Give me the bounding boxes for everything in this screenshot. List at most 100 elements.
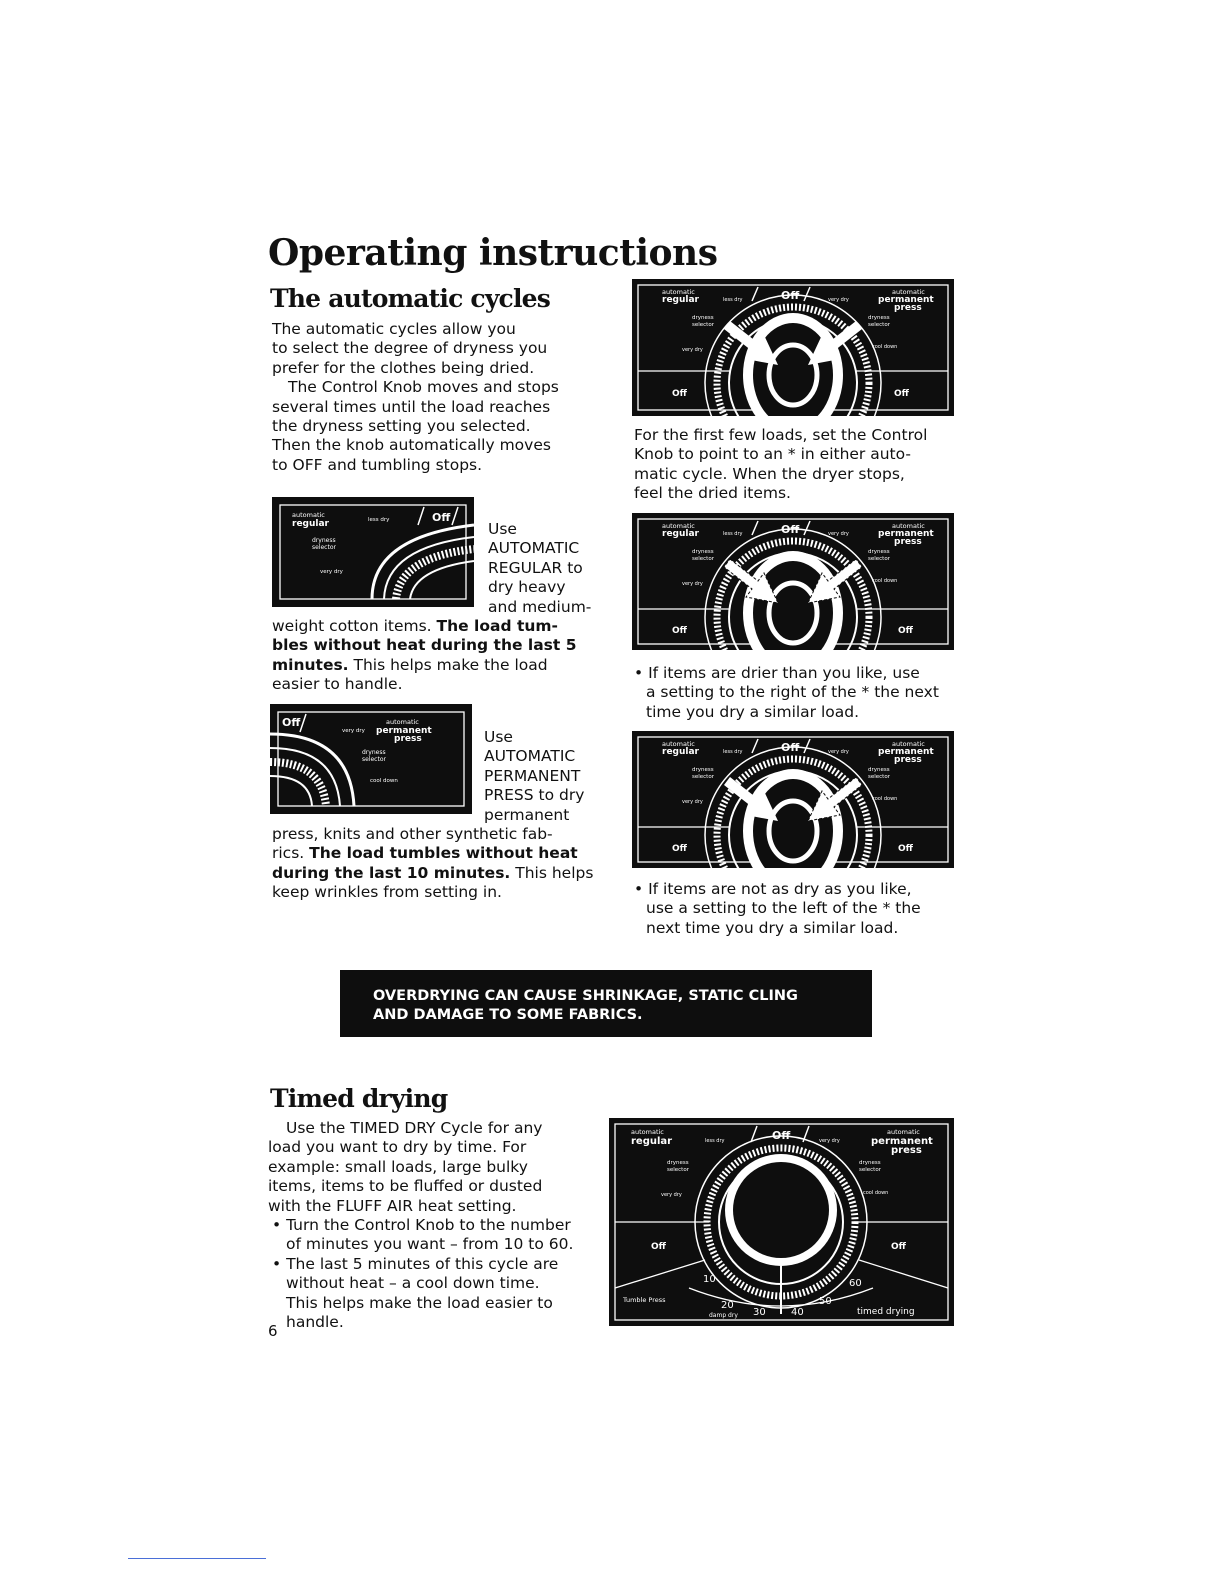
tip-line: time you dry a similar load.	[646, 702, 860, 721]
permanent-bold: The load tumbles without heat	[309, 844, 578, 863]
timed-bullet: without heat – a cool down time.	[286, 1274, 540, 1293]
dial-label: regular	[292, 519, 330, 529]
dial-label: less dry	[723, 531, 742, 537]
timed-drying-heading: Timed drying	[270, 1084, 448, 1113]
dial-label: 20	[721, 1300, 734, 1311]
regular-dial-illustration: automatic regular less dry dryness selec…	[272, 497, 474, 607]
dial-label: press	[894, 537, 922, 547]
regular-side-line: REGULAR to	[488, 558, 583, 577]
dial-label: very dry	[682, 581, 703, 587]
dial-label: less dry	[368, 517, 390, 523]
timed-dial-illustration: automatic regular less dry Off very dry …	[609, 1118, 954, 1326]
dial-label: permanent	[871, 1136, 933, 1147]
dial-label: 30	[753, 1307, 766, 1318]
dial-label: very dry	[320, 569, 344, 575]
timed-bullet: • The last 5 minutes of this cycle are	[272, 1254, 559, 1273]
dial-label: selector	[667, 1167, 690, 1173]
page-title: Operating instructions	[268, 232, 718, 274]
dial-label: cool down	[863, 1190, 888, 1196]
dial-label: cool down	[370, 778, 398, 784]
dial-label: Tumble Press	[622, 1296, 666, 1304]
dial-label: timed drying	[857, 1307, 915, 1317]
dial-label: permanent	[376, 726, 432, 736]
page-number: 6	[268, 1322, 278, 1340]
dial-label: damp dry	[709, 1312, 738, 1319]
dial-label: selector	[692, 322, 715, 328]
dial-label: selector	[362, 756, 386, 763]
dial-label: Off	[894, 389, 910, 399]
knob-line: Knob to point to an * in either auto-	[634, 445, 911, 464]
overdrying-warning: OVERDRYING CAN CAUSE SHRINKAGE, STATIC C…	[340, 970, 872, 1037]
permanent-text: This helps	[510, 863, 594, 882]
dial-label: dryness	[312, 537, 336, 544]
timed-bullet: • Turn the Control Knob to the number	[272, 1216, 571, 1235]
dial-label: Off	[651, 1242, 667, 1252]
tip-line: • If items are not as dry as you like,	[634, 880, 912, 898]
timed-description: Use the TIMED DRY Cycle for any load you…	[268, 1119, 573, 1332]
warning-line: AND DAMAGE TO SOME FABRICS.	[373, 1007, 643, 1023]
permanent-text: keep wrinkles from setting in.	[272, 883, 502, 902]
dial-label: selector	[692, 774, 715, 780]
dial-label: less dry	[705, 1138, 724, 1144]
dial-label: permanent	[878, 295, 934, 305]
intro-line: to OFF and tumbling stops.	[272, 455, 483, 474]
drier-tip: • If items are drier than you like, use …	[634, 664, 939, 722]
permanent-side-line: AUTOMATIC	[484, 747, 576, 766]
timed-bullet: of minutes you want – from 10 to 60.	[286, 1235, 574, 1254]
dial-label: dryness	[868, 767, 890, 773]
dial-label: automatic	[892, 522, 925, 530]
intro-line: the dryness setting you selected.	[272, 417, 531, 436]
dial-label: press	[894, 303, 922, 313]
regular-bold: The load tum-	[436, 617, 558, 635]
footer-rule	[128, 1558, 266, 1559]
dial-label: automatic	[892, 288, 925, 296]
permanent-side-line: PERMANENT	[484, 766, 581, 785]
dial-label: dryness	[692, 549, 714, 555]
dial-label: press	[894, 755, 922, 765]
dial-label: very dry	[682, 799, 703, 805]
dial-label: regular	[662, 295, 700, 305]
dial-label: less dry	[723, 297, 742, 303]
dial-label: very dry	[682, 347, 703, 353]
intro-line: several times until the load reaches	[272, 397, 551, 416]
dial-label: Off	[672, 626, 688, 636]
permanent-text: rics.	[272, 844, 310, 863]
timed-line: items, items to be fluffed or dusted	[268, 1177, 543, 1196]
dial-label: dryness	[868, 315, 890, 321]
regular-side-text: Use AUTOMATIC REGULAR to dry heavy and m…	[488, 520, 591, 617]
dial-label: cool down	[872, 578, 897, 584]
dial-label: press	[891, 1145, 922, 1156]
permanent-bold: during the last 10 minutes.	[272, 863, 511, 882]
intro-line: The automatic cycles allow you	[272, 320, 516, 338]
dial-label: Off	[891, 1242, 907, 1252]
dial-label: very dry	[828, 749, 849, 755]
permanent-side-line: PRESS to dry	[484, 786, 585, 805]
knob-line: matic cycle. When the dryer stops,	[634, 464, 905, 483]
timed-line: with the FLUFF AIR heat setting.	[268, 1196, 517, 1215]
dial-label: dryness	[692, 315, 714, 321]
permanent-side-line: permanent	[484, 805, 570, 824]
permanent-side-line: Use	[484, 728, 513, 746]
dial-label: 50	[819, 1296, 832, 1307]
regular-bold: bles without heat during the last 5	[272, 636, 577, 655]
dial-label: very dry	[828, 297, 849, 303]
dial-label: dryness	[362, 749, 386, 756]
dial-label: very dry	[828, 531, 849, 537]
dial-label: regular	[662, 747, 700, 757]
dial-label: permanent	[878, 529, 934, 539]
automatic-cycles-heading: The automatic cycles	[270, 284, 551, 313]
dial-label: Off	[898, 844, 914, 854]
timed-line: load you want to dry by time. For	[268, 1138, 527, 1157]
intro-line: Then the knob automatically moves	[272, 436, 551, 455]
dial-label: dryness	[859, 1160, 881, 1166]
permanent-text: press, knits and other synthetic fab-	[272, 825, 553, 843]
not-dry-tip: • If items are not as dry as you like, u…	[634, 880, 921, 938]
knob-line: For the first few loads, set the Control	[634, 426, 928, 444]
dial-label: dryness	[692, 767, 714, 773]
tip-line: • If items are drier than you like, use	[634, 664, 920, 682]
regular-side-line: and medium-	[488, 597, 592, 616]
dial-label: regular	[662, 529, 700, 539]
tip-line: use a setting to the left of the * the	[646, 899, 921, 918]
dial-label: very dry	[661, 1192, 682, 1198]
regular-side-line: dry heavy	[488, 578, 566, 597]
